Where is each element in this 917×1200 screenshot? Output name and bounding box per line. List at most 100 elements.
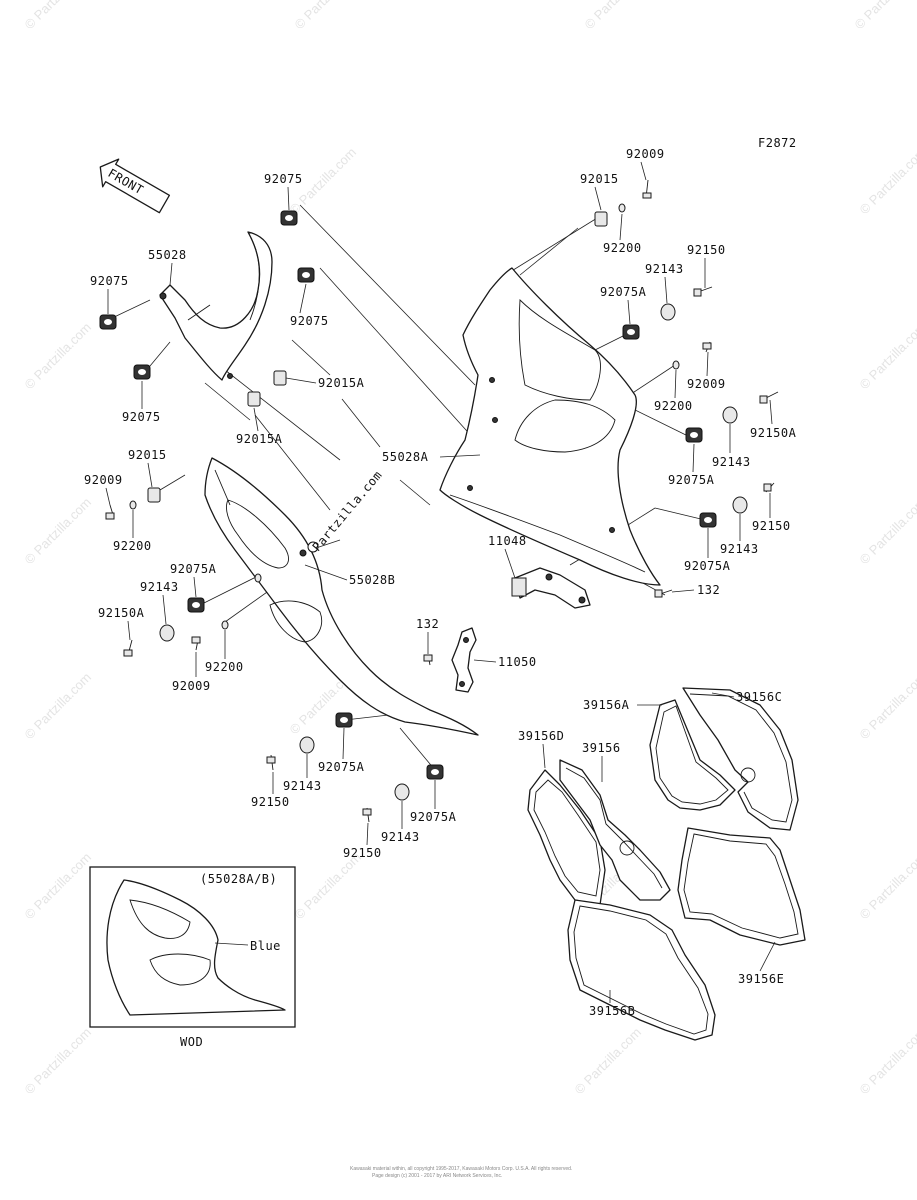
part-label: 92075A — [684, 559, 731, 573]
part-label: 92143 — [645, 262, 684, 276]
front-arrow: FRONT — [99, 158, 171, 214]
part-label: 39156 — [582, 741, 621, 755]
bolt — [123, 639, 133, 657]
grommet — [133, 364, 151, 380]
watermark: © Partzilla.com — [852, 0, 917, 32]
grommet — [99, 314, 117, 330]
part-label: 11048 — [488, 534, 527, 548]
watermark: © Partzilla.com — [857, 850, 917, 923]
part-label: 132 — [697, 583, 720, 597]
part-label: 92075A — [600, 285, 647, 299]
watermark: © Partzilla.com — [22, 670, 95, 743]
part-labels: 92009 92015 92200 92150 92143 92075A 920… — [84, 147, 796, 1018]
bolt — [702, 341, 712, 353]
bolt — [693, 286, 713, 297]
part-label: 92143 — [720, 542, 759, 556]
part-label: 55028B — [349, 573, 395, 587]
hardware — [99, 179, 779, 823]
part-label: 55028A — [382, 450, 429, 464]
part-label: 11050 — [498, 655, 537, 669]
watermark: © Partzilla.com — [572, 1025, 645, 1098]
inset-title: (55028A/B) — [200, 872, 277, 886]
bolt — [763, 482, 775, 493]
watermark: © Partzilla.com — [582, 0, 655, 32]
part-label: 92075A — [170, 562, 217, 576]
part-label: 92075 — [90, 274, 129, 288]
decal-39156A — [649, 699, 736, 811]
watermark: © Partzilla.com — [22, 850, 95, 923]
part-label: 55028 — [148, 248, 187, 262]
part-label: 92075A — [318, 760, 365, 774]
decal-39156E — [677, 827, 806, 946]
part-label: 92075 — [122, 410, 161, 424]
part-label: 92150 — [343, 846, 382, 860]
part-label: 92009 — [626, 147, 665, 161]
inset-color-label: Blue — [250, 939, 281, 953]
bolt — [642, 179, 652, 199]
part-label: 92150 — [687, 243, 726, 257]
watermark: © Partzilla.com — [22, 0, 95, 32]
decal-39156 — [559, 759, 671, 901]
bolt — [362, 807, 372, 823]
watermark: © Partzilla.com — [22, 1025, 95, 1098]
watermark: © Partzilla.com — [292, 850, 365, 923]
watermark: © Partzilla.com — [857, 670, 917, 743]
part-label: 92075 — [264, 172, 303, 186]
part-label: 92075 — [290, 314, 329, 328]
part-label: 92009 — [687, 377, 726, 391]
watermark: © Partzilla.com — [857, 145, 917, 218]
bracket-11048 — [511, 567, 591, 609]
fairing-55028A — [439, 267, 661, 586]
part-label: 92200 — [113, 539, 152, 553]
grommet — [187, 597, 205, 613]
bolt — [105, 504, 115, 520]
part-label: 92015A — [318, 376, 365, 390]
center-stamp: Partzilla.com — [310, 468, 385, 554]
part-label: 39156B — [589, 1004, 635, 1018]
bolt — [266, 754, 276, 771]
grommet — [335, 712, 353, 728]
footer-line2: Page design (c) 2001 - 2017 by ARI Netwo… — [372, 1173, 502, 1179]
footer-line1: Kawasaki material within, all copyright … — [350, 1166, 572, 1172]
part-label: 92143 — [140, 580, 179, 594]
part-label: 92200 — [603, 241, 642, 255]
grommet — [699, 512, 717, 528]
grommet — [297, 267, 315, 283]
part-label: 92143 — [283, 779, 322, 793]
part-label: 92150A — [98, 606, 145, 620]
fairing-upper-55028 — [159, 231, 273, 381]
grommet — [685, 427, 703, 443]
label-leaders — [105, 161, 776, 1003]
part-label: 92143 — [381, 830, 420, 844]
part-label: 92150 — [752, 519, 791, 533]
bolt — [423, 654, 433, 666]
part-label: 92009 — [172, 679, 211, 693]
part-label: 132 — [416, 617, 439, 631]
part-label: 92150 — [251, 795, 290, 809]
watermark: © Partzilla.com — [22, 320, 95, 393]
bolt — [759, 391, 779, 404]
watermark: © Partzilla.com — [857, 1025, 917, 1098]
bolt — [191, 636, 201, 651]
part-label: 92015 — [128, 448, 167, 462]
part-label: 92015 — [580, 172, 619, 186]
watermark: © Partzilla.com — [857, 495, 917, 568]
grommet — [426, 764, 444, 780]
part-label: 92075A — [668, 473, 715, 487]
part-label: 92009 — [84, 473, 123, 487]
part-label: 39156A — [583, 698, 630, 712]
figure-code: F2872 — [758, 136, 797, 150]
part-label: 92075A — [410, 810, 457, 824]
bracket-11050 — [451, 627, 477, 693]
part-label: 39156C — [736, 690, 782, 704]
decal-39156C — [682, 687, 799, 831]
inset-box: (55028A/B) Blue WOD — [89, 866, 296, 1049]
grommet — [622, 324, 640, 340]
part-label: 39156E — [738, 972, 784, 986]
part-label: 92143 — [712, 455, 751, 469]
inset-caption: WOD — [180, 1035, 203, 1049]
part-label: 39156D — [518, 729, 564, 743]
decal-39156B — [567, 899, 716, 1041]
fairing-55028B — [204, 457, 479, 736]
